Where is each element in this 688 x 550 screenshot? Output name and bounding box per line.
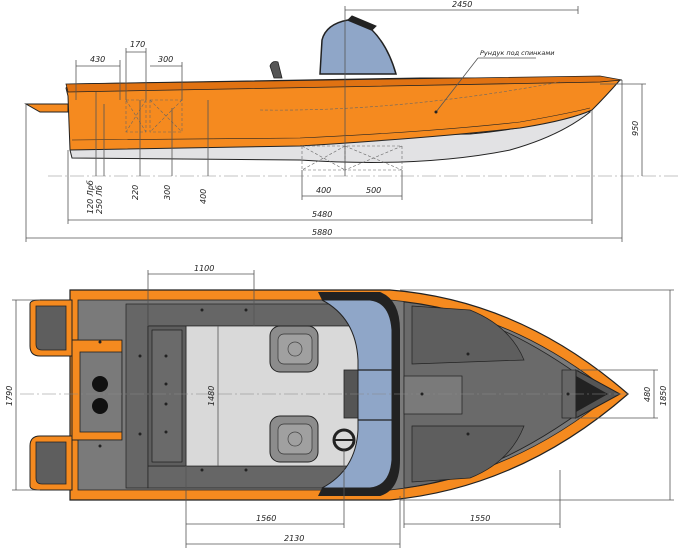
dim-170: 170 (130, 40, 145, 49)
seat-lower (269, 415, 319, 463)
gunwale (65, 75, 623, 93)
dim-400-v: 400 (199, 189, 208, 204)
dim-1560: 1560 (256, 514, 276, 523)
dim-500-b: 500 (366, 186, 381, 195)
dim-400-b: 400 (316, 186, 331, 195)
windshield (319, 19, 397, 75)
dim-1790: 1790 (5, 386, 14, 406)
dim-480: 480 (643, 387, 652, 402)
dim-300-top: 300 (158, 55, 173, 64)
hull-side (65, 77, 622, 151)
dim-300-v: 300 (163, 185, 172, 200)
top-view: 1100 1480 1790 1850 480 1560 1550 2130 (5, 264, 674, 548)
scupper-1 (92, 376, 108, 392)
stern-platform (24, 103, 69, 113)
dim-1850: 1850 (659, 386, 668, 406)
dim-430: 430 (90, 55, 105, 64)
dim-2450: 2450 (452, 0, 472, 9)
dim-5480: 5480 (312, 210, 332, 219)
side-view: Рундук под спинками 2450 430 170 300 120… (24, 0, 680, 242)
dim-250: 250 Лб (95, 185, 104, 214)
dim-950: 950 (631, 121, 640, 136)
dim-1550: 1550 (470, 514, 490, 523)
scupper-2 (92, 398, 108, 414)
dim-5880: 5880 (312, 228, 332, 237)
dim-1480: 1480 (207, 386, 216, 406)
windshield-top (318, 292, 400, 496)
dim-220: 220 (131, 185, 140, 200)
dim-1100: 1100 (194, 264, 214, 273)
dim-120: 120 Лрб (86, 180, 95, 214)
dim-2130: 2130 (284, 534, 304, 543)
seat-upper (269, 325, 319, 373)
locker-annotation: Рундук под спинками (480, 49, 554, 57)
seat-back (269, 61, 283, 79)
